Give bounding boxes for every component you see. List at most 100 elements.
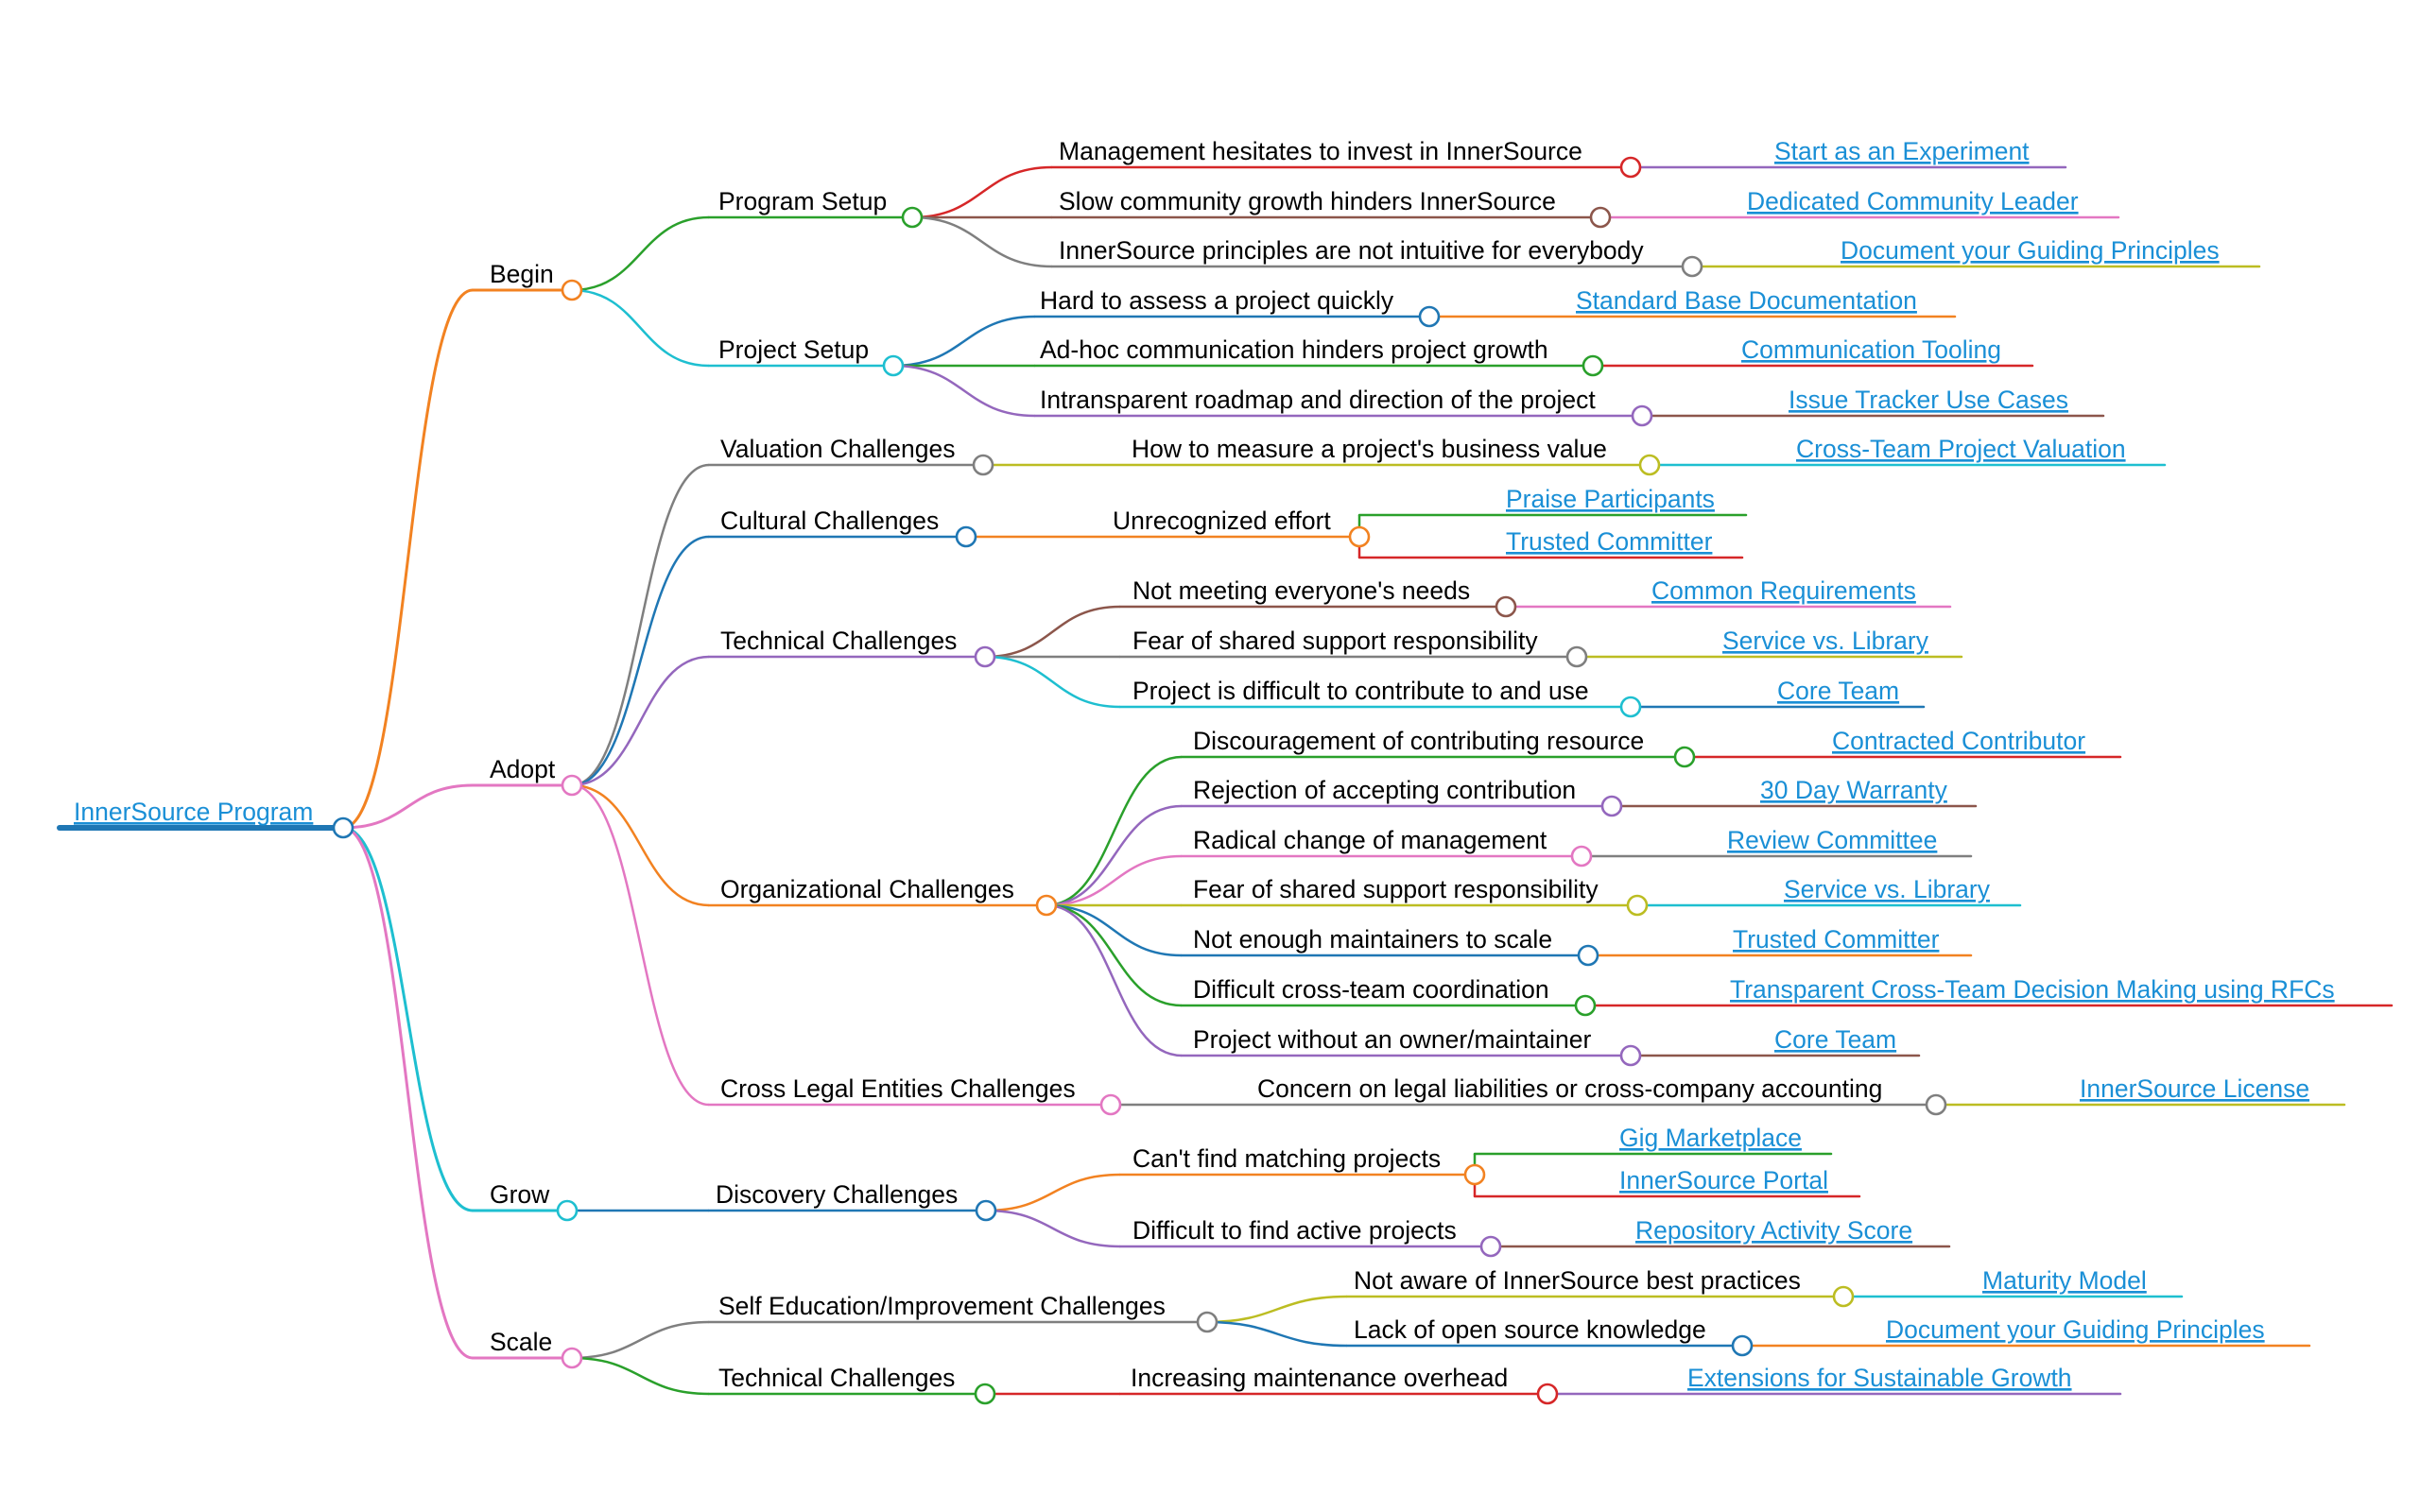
- link-service-vs-library[interactable]: Service vs. Library: [1784, 875, 1991, 903]
- node-circle-cult[interactable]: [955, 525, 977, 548]
- topic-not-aware-of-innersource-best-practices: Not aware of InnerSource best practices: [1354, 1266, 1801, 1295]
- topic-technical-challenges: Technical Challenges: [718, 1364, 955, 1392]
- link-document-your-guiding-principles[interactable]: Document your Guiding Principles: [1886, 1315, 2265, 1344]
- connector-self: [571, 1320, 710, 1360]
- node-circle-o4[interactable]: [1626, 894, 1649, 917]
- link-maturity-model[interactable]: Maturity Model: [1982, 1266, 2147, 1295]
- link-cross-team-project-valuation[interactable]: Cross-Team Project Valuation: [1796, 435, 2126, 463]
- topic-program-setup: Program Setup: [718, 187, 887, 215]
- link-common-requirements[interactable]: Common Requirements: [1651, 576, 1916, 605]
- connector-stech: [571, 1356, 710, 1396]
- topic-innersource-principles-are-not-intuitive-for-everybody: InnerSource principles are not intuitive…: [1059, 236, 1644, 265]
- link-document-your-guiding-principles[interactable]: Document your Guiding Principles: [1841, 236, 2220, 265]
- node-circle-o1[interactable]: [1673, 746, 1696, 768]
- topic-discouragement-of-contributing-resource: Discouragement of contributing resource: [1193, 727, 1644, 755]
- connector-cult: [571, 535, 710, 787]
- node-circle-q1[interactable]: [1418, 305, 1441, 328]
- link-issue-tracker-use-cases[interactable]: Issue Tracker Use Cases: [1789, 386, 2068, 414]
- link-dedicated-community-leader[interactable]: Dedicated Community Leader: [1747, 187, 2079, 215]
- node-circle-o3[interactable]: [1570, 845, 1593, 868]
- node-circle-self[interactable]: [1196, 1311, 1219, 1333]
- connector-s2: [1206, 1320, 1348, 1348]
- link-extensions-for-sustainable-growth[interactable]: Extensions for Sustainable Growth: [1687, 1364, 2072, 1392]
- connectors: [342, 165, 1938, 1396]
- link-30-day-warranty[interactable]: 30 Day Warranty: [1760, 776, 1948, 804]
- topic-not-meeting-everyone-s-needs: Not meeting everyone's needs: [1132, 576, 1470, 605]
- link-innersource-program[interactable]: InnerSource Program: [74, 798, 313, 826]
- connector-t3: [984, 655, 1121, 709]
- connector-s1: [1206, 1295, 1348, 1324]
- node-circle-tech[interactable]: [974, 645, 996, 668]
- link-contracted-contributor[interactable]: Contracted Contributor: [1832, 727, 2085, 755]
- node-circle-stech[interactable]: [974, 1383, 996, 1405]
- link-start-as-an-experiment[interactable]: Start as an Experiment: [1774, 137, 2030, 165]
- connector-t1: [984, 605, 1121, 659]
- topic-scale: Scale: [490, 1328, 552, 1356]
- connector-q1: [892, 315, 1036, 368]
- link-praise-participants[interactable]: Praise Participants: [1506, 485, 1715, 513]
- link-standard-base-documentation[interactable]: Standard Base Documentation: [1576, 286, 1917, 315]
- topic-difficult-cross-team-coordination: Difficult cross-team coordination: [1193, 975, 1549, 1004]
- node-circle-t3[interactable]: [1619, 696, 1642, 718]
- node-circle-t2[interactable]: [1565, 645, 1588, 668]
- link-core-team[interactable]: Core Team: [1777, 677, 1899, 705]
- node-circle-begin[interactable]: [561, 279, 583, 301]
- node-circle-p3[interactable]: [1681, 255, 1703, 278]
- node-circle-proj_setup[interactable]: [882, 354, 905, 377]
- node-circle-prog_setup[interactable]: [901, 206, 924, 229]
- node-circle-adopt[interactable]: [561, 774, 583, 797]
- topic-management-hesitates-to-invest-in-innersource: Management hesitates to invest in InnerS…: [1059, 137, 1582, 165]
- link-trusted-committer[interactable]: Trusted Committer: [1506, 527, 1713, 556]
- node-circle-c1[interactable]: [1348, 525, 1371, 548]
- connector-o3: [1046, 854, 1183, 907]
- connector-tech: [571, 655, 710, 787]
- node-circle-val[interactable]: [972, 454, 994, 476]
- node-circle-o5[interactable]: [1577, 944, 1599, 967]
- topic-can-t-find-matching-projects: Can't find matching projects: [1132, 1144, 1441, 1173]
- topic-grow: Grow: [490, 1180, 550, 1209]
- node-circle-scale[interactable]: [561, 1347, 583, 1369]
- link-innersource-license[interactable]: InnerSource License: [2080, 1074, 2309, 1103]
- node-circle-st1[interactable]: [1536, 1383, 1559, 1405]
- node-circle-root[interactable]: [332, 816, 354, 839]
- topic-concern-on-legal-liabilities-or-cross-company-accounting: Concern on legal liabilities or cross-co…: [1257, 1074, 1882, 1103]
- link-review-committee[interactable]: Review Committee: [1727, 826, 1937, 854]
- topic-unrecognized-effort: Unrecognized effort: [1113, 507, 1331, 535]
- node-circle-s1[interactable]: [1832, 1285, 1855, 1308]
- node-circle-d2[interactable]: [1479, 1235, 1502, 1258]
- topic-rejection-of-accepting-contribution: Rejection of accepting contribution: [1193, 776, 1576, 804]
- connector-d2: [985, 1209, 1121, 1248]
- node-circle-legal[interactable]: [1099, 1093, 1122, 1116]
- node-circle-q3[interactable]: [1631, 404, 1653, 427]
- topic-valuation-challenges: Valuation Challenges: [720, 435, 956, 463]
- topic-fear-of-shared-support-responsibility: Fear of shared support responsibility: [1132, 627, 1538, 655]
- node-circle-p2[interactable]: [1589, 206, 1612, 229]
- node-circle-q2[interactable]: [1582, 354, 1604, 377]
- connector-p3: [911, 215, 1053, 268]
- link-communication-tooling[interactable]: Communication Tooling: [1741, 335, 2001, 364]
- link-innersource-portal[interactable]: InnerSource Portal: [1619, 1166, 1828, 1194]
- node-circle-l1[interactable]: [1925, 1093, 1947, 1116]
- node-circle-o7[interactable]: [1619, 1044, 1642, 1067]
- node-circle-v1[interactable]: [1638, 454, 1661, 476]
- node-circle-p1[interactable]: [1619, 156, 1642, 179]
- link-service-vs-library[interactable]: Service vs. Library: [1722, 627, 1929, 655]
- link-gig-marketplace[interactable]: Gig Marketplace: [1619, 1124, 1802, 1152]
- node-circle-s2[interactable]: [1731, 1334, 1754, 1357]
- topic-cultural-challenges: Cultural Challenges: [720, 507, 939, 535]
- link-transparent-cross-team-decision-making-using-rfcs[interactable]: Transparent Cross-Team Decision Making u…: [1730, 975, 2335, 1004]
- link-repository-activity-score[interactable]: Repository Activity Score: [1635, 1216, 1912, 1245]
- connector-val: [571, 463, 710, 787]
- link-core-team[interactable]: Core Team: [1774, 1025, 1896, 1054]
- node-circle-disc[interactable]: [975, 1199, 997, 1222]
- node-circle-o2[interactable]: [1600, 795, 1623, 817]
- link-trusted-committer[interactable]: Trusted Committer: [1733, 925, 1940, 954]
- node-circle-org[interactable]: [1035, 894, 1058, 917]
- node-circle-grow[interactable]: [556, 1199, 579, 1222]
- node-circle-d1[interactable]: [1463, 1163, 1486, 1186]
- topic-project-without-an-owner-maintainer: Project without an owner/maintainer: [1193, 1025, 1591, 1054]
- connector-grow: [342, 826, 474, 1212]
- node-circle-t1[interactable]: [1495, 595, 1517, 618]
- node-circle-o6[interactable]: [1574, 994, 1597, 1017]
